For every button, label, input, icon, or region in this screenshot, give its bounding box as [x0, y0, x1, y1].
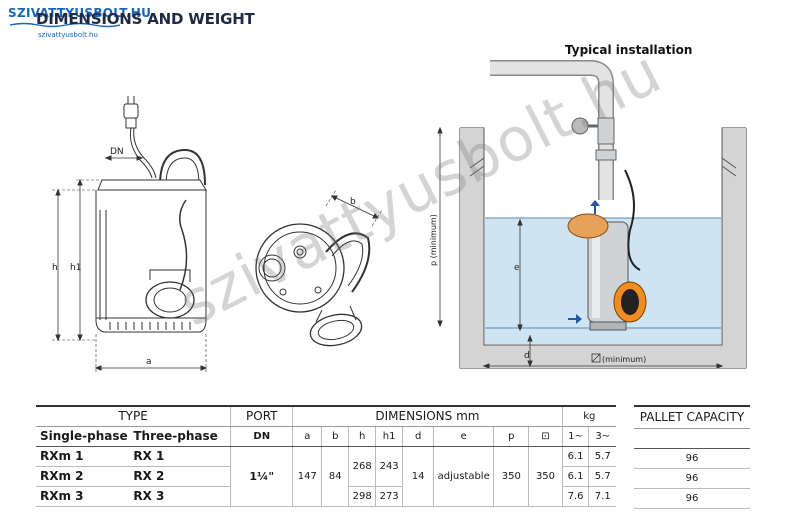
table-row: RXm 1 RX 1 1¼" 147 84 268 243 14 adjusta…: [36, 446, 616, 507]
label-h: h: [52, 263, 58, 273]
installation-diagram: [437, 60, 747, 369]
pallet-table: PALLET CAPACITY 96 96 96: [634, 405, 750, 509]
logo-subtext: szivattyusbolt.hu: [38, 31, 98, 39]
cell-h: 268: [348, 446, 376, 487]
model-three: RX 2: [133, 466, 231, 487]
pump-top-view: [255, 189, 383, 347]
weight-3ph: 7.1: [588, 486, 616, 507]
header-col-a: a: [292, 426, 322, 447]
weight-3ph: 5.7: [588, 446, 616, 467]
header-col-h: h: [348, 426, 376, 447]
model-single: RXm 2: [36, 466, 134, 487]
cell-h1: 273: [375, 486, 403, 507]
pallet-spacer: [634, 428, 750, 449]
label-h1: h1: [70, 263, 81, 273]
header-col-d: d: [402, 426, 434, 447]
weight-3ph: 5.7: [588, 466, 616, 487]
model-single: RXm 1: [36, 446, 134, 467]
weight-1ph: 7.6: [561, 486, 589, 507]
cell-h: 298: [348, 486, 376, 507]
header-weight-1ph: 1~: [561, 426, 589, 447]
section-title: DIMENSIONS AND WEIGHT: [36, 10, 255, 28]
header-three-phase: Three-phase: [133, 426, 231, 447]
header-dimensions: DIMENSIONS mm: [292, 405, 563, 427]
brand-logo: SZIVATTYUSBOLT.HU szivattyusbolt.hu: [8, 6, 151, 42]
header-single-phase: Single-phase: [36, 426, 134, 447]
label-dn: DN: [110, 147, 124, 157]
header-kg: kg: [561, 405, 616, 427]
model-three: RX 1: [133, 446, 231, 467]
pallet-value: 96: [634, 488, 750, 509]
dimensions-table: TYPE PORT DIMENSIONS mm kg Single-phase …: [36, 405, 616, 507]
table-row: RXm 3 RX 3 298 273 7.6 7.1: [36, 486, 616, 507]
pallet-value: 96: [634, 468, 750, 489]
header-col-h1: h1: [375, 426, 403, 447]
cell-square: 350: [528, 446, 563, 507]
label-d: d: [524, 351, 530, 361]
cell-a: 147: [292, 446, 322, 507]
header-col-e: e: [433, 426, 494, 447]
model-three: RX 3: [133, 486, 231, 507]
header-weight-3ph: 3~: [588, 426, 616, 447]
weight-1ph: 6.1: [561, 446, 589, 467]
cell-p: 350: [493, 446, 529, 507]
cell-d: 14: [402, 446, 434, 507]
cell-h1: 243: [375, 446, 403, 487]
cell-b: 84: [321, 446, 349, 507]
weight-1ph: 6.1: [561, 466, 589, 487]
installation-title: Typical installation: [565, 43, 693, 57]
model-single: RXm 3: [36, 486, 134, 507]
pallet-header: PALLET CAPACITY: [634, 405, 750, 429]
header-type: TYPE: [36, 405, 231, 427]
label-b: b: [350, 197, 356, 207]
pallet-value: 96: [634, 448, 750, 469]
cell-dn: 1¼": [230, 446, 293, 507]
pump-side-view: [52, 96, 208, 372]
logo-text: SZIVATTYUSBOLT.HU: [8, 6, 152, 20]
label-p-min: p (minimum): [429, 214, 438, 266]
label-e: e: [514, 263, 520, 273]
cell-e: adjustable: [433, 446, 494, 507]
logo-wave-icon: [10, 22, 120, 28]
header-port: PORT: [230, 405, 293, 427]
label-square-min: (minimum): [602, 355, 646, 364]
header-col-p: p: [493, 426, 529, 447]
table-row: RXm 2 RX 2 6.1 5.7: [36, 466, 616, 487]
label-a: a: [146, 357, 152, 367]
header-dn: DN: [230, 426, 293, 447]
header-col-b: b: [321, 426, 349, 447]
technical-drawing: DN h h1 a b p (minimum) e d (minimum): [52, 60, 747, 372]
header-col-square: ⊡: [528, 426, 563, 447]
